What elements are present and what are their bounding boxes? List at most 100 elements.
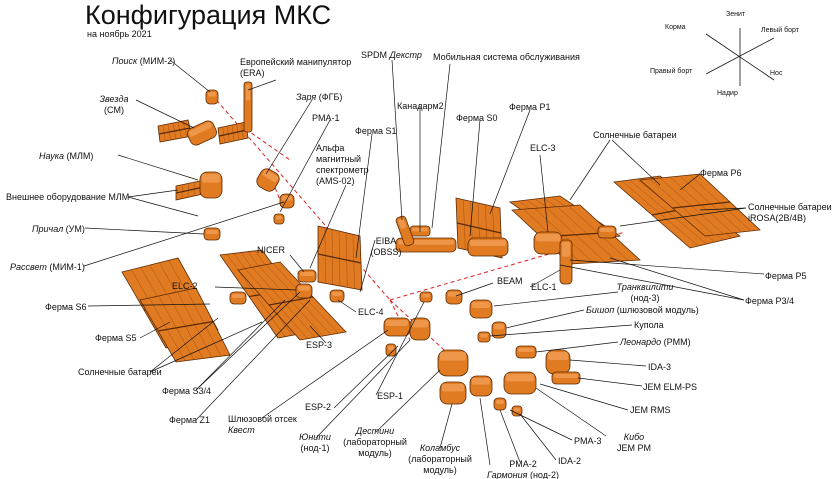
solar-array-s6-b: [139, 287, 231, 363]
label-prichal: Причал (УМ): [32, 224, 85, 234]
label-elc2: ELC-2: [172, 281, 198, 291]
module-pma1: [273, 213, 285, 225]
label-elc3: ELC-3: [530, 143, 556, 153]
label-truss-p5: Ферма P5: [765, 271, 807, 281]
module-zvezda: [187, 120, 217, 146]
label-canadarm2: Канадарм2: [397, 101, 444, 111]
label-jem-rms: JEM RMS: [630, 405, 671, 415]
label-pma3: PMA-3: [574, 436, 602, 446]
label-elc4: ELC-4: [358, 307, 384, 317]
solar-array-p6-b: [639, 173, 761, 237]
label-ida3: IDA-3: [648, 362, 672, 372]
module-ida3: [545, 349, 571, 375]
compass-zenith: Зенит: [726, 11, 746, 18]
label-mss: Мобильная система обслуживания: [433, 52, 580, 62]
module-elc2: [295, 283, 313, 299]
label-truss-p34: Ферма P3/4: [745, 296, 795, 306]
label-eiba: EIBA(OBSS): [370, 236, 402, 257]
module-poisk: [205, 89, 219, 105]
module-era-arm: [243, 81, 253, 133]
truss-elc3-segment: [533, 231, 563, 255]
label-zvezda: Звезда(СМ): [99, 94, 129, 115]
module-elc4: [229, 291, 247, 305]
module-pma2: [493, 397, 507, 411]
label-nicer: NICER: [257, 245, 286, 255]
module-beam: [445, 289, 463, 305]
label-truss-s1: Ферма S1: [355, 126, 397, 136]
label-tranquility: Транквилити(нод-3): [616, 282, 674, 303]
module-destiny: [437, 349, 469, 377]
module-esp2: [385, 343, 397, 357]
module-bishop: [491, 321, 507, 339]
module-prichal: [203, 227, 221, 241]
solar-array-p4-b: [511, 204, 641, 265]
radiator-s1: [317, 225, 363, 291]
module-tranquility: [469, 299, 493, 319]
label-jem-elmps: JEM ELM-PS: [643, 382, 698, 392]
label-truss-s5: Ферма S5: [95, 333, 137, 343]
page-title: Конфигурация МКС: [85, 0, 332, 30]
module-irosa-mount: [597, 225, 617, 239]
module-rassvet: [279, 193, 295, 209]
module-s3-payload: [329, 289, 345, 303]
solar-array-zvezda-a: [157, 119, 193, 143]
label-truss-s0: Ферма S0: [456, 113, 498, 123]
label-truss-p6: Ферма P6: [700, 168, 742, 178]
module-esp1: [419, 291, 433, 303]
label-unity: Юнити(нод-1): [299, 432, 331, 453]
label-truss-s34: Ферма S3/4: [162, 386, 212, 396]
label-zarya: Заря (ФГБ): [296, 92, 343, 102]
label-pma1: PMA-1: [312, 113, 340, 123]
module-harmony: [469, 375, 493, 397]
label-truss-p1: Ферма P1: [509, 102, 551, 112]
module-columbus: [439, 381, 467, 405]
truss-p5-segment: [559, 239, 573, 285]
compass-nadir: Надир: [717, 90, 738, 97]
compass-port: Левый борт: [761, 27, 799, 34]
label-leonardo: Леонардо (PMM): [620, 337, 691, 347]
label-solar-top: Солнечные батареи: [593, 130, 677, 140]
leader-lines: [83, 59, 765, 466]
label-ida2: IDA-2: [558, 456, 582, 466]
truss-p1-segment: [467, 237, 509, 257]
module-nauka: [199, 171, 223, 199]
label-cupola: Купола: [634, 320, 664, 330]
module-jem-elmps: [551, 371, 581, 385]
module-leonardo: [515, 345, 537, 359]
page-subtitle: на ноябрь 2021: [87, 29, 152, 39]
compass-starboard: Правый борт: [650, 68, 693, 75]
label-truss-z1: Ферма Z1: [169, 415, 211, 425]
label-esp1: ESP-1: [377, 391, 404, 401]
label-rassvet: Рассвет (МИМ-1): [10, 262, 85, 272]
label-esp2: ESP-2: [305, 402, 332, 412]
module-nicer: [297, 269, 317, 283]
module-unity: [409, 317, 431, 341]
compass-aft: Корма: [665, 24, 686, 31]
label-truss-s6: Ферма S6: [45, 302, 87, 312]
label-elc1: ELC-1: [531, 282, 557, 292]
module-kibo: [503, 371, 537, 395]
label-poisk: Поиск (МИМ-2): [112, 56, 176, 66]
module-cupola: [477, 331, 491, 343]
module-quest: [383, 317, 411, 337]
module-spdm: [395, 215, 415, 247]
label-beam: BEAM: [497, 276, 523, 286]
solar-array-zvezda-b: [217, 121, 249, 145]
solar-array-s4-b: [237, 261, 347, 341]
label-esp3: ESP-3: [306, 340, 333, 350]
label-spdm: SPDM Декстр: [361, 50, 422, 60]
label-mlm-outfit: Внешнее оборудование МЛМ: [6, 192, 130, 202]
label-era: Европейский манипулятор(ERA): [240, 57, 352, 78]
label-solar-bottom: Солнечные батареи: [78, 367, 162, 377]
label-bishop: Бишоп (шлюзовой модуль): [586, 305, 699, 315]
label-nauka: Наука (МЛМ): [39, 151, 94, 161]
